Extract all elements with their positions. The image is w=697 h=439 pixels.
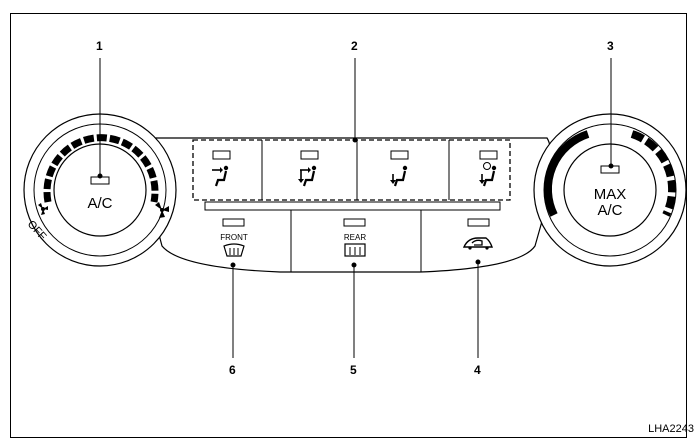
left-fan-knob[interactable] bbox=[23, 113, 177, 267]
max-label: MAX bbox=[593, 186, 627, 203]
figure-code: LHA2243 bbox=[648, 423, 694, 435]
foot-defrost-icon[interactable] bbox=[479, 162, 497, 187]
recirculation-icon[interactable] bbox=[462, 237, 493, 250]
mode-strip-base bbox=[204, 201, 501, 211]
rear-defrost-icon[interactable] bbox=[344, 243, 366, 257]
callout-leaders bbox=[97, 58, 614, 358]
callout-6: 6 bbox=[229, 363, 236, 377]
face-vent-icon[interactable] bbox=[212, 165, 229, 187]
foot-vent-icon[interactable] bbox=[390, 165, 408, 187]
callout-2: 2 bbox=[351, 39, 358, 53]
callout-1: 1 bbox=[96, 39, 103, 53]
bi-level-vent-icon[interactable] bbox=[298, 165, 317, 187]
front-defrost-label: FRONT bbox=[220, 233, 248, 242]
callout-3: 3 bbox=[607, 39, 614, 53]
callout-4: 4 bbox=[474, 363, 481, 377]
max-ac-label: A/C bbox=[597, 202, 623, 219]
fan-high-icon bbox=[155, 202, 169, 218]
mode-button-group bbox=[192, 139, 511, 201]
figure-frame bbox=[10, 13, 687, 438]
right-ac-knob[interactable] bbox=[533, 113, 687, 267]
front-defrost-icon[interactable] bbox=[223, 243, 245, 257]
callout-5: 5 bbox=[350, 363, 357, 377]
rear-defrost-label: REAR bbox=[343, 233, 367, 242]
fan-low-icon bbox=[38, 203, 48, 215]
ac-label: A/C bbox=[87, 195, 113, 212]
